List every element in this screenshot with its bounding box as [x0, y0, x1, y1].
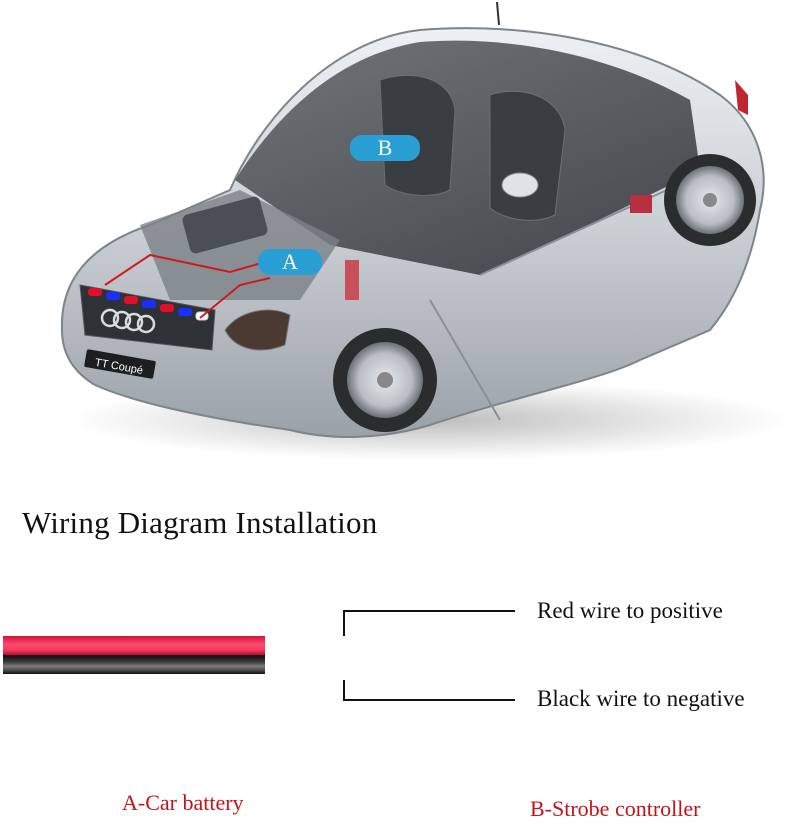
engine-cover	[182, 196, 268, 254]
seat-left	[379, 74, 456, 196]
red-wire-leader-line	[343, 610, 515, 636]
car-cutaway-illustration: TT Coupé	[60, 1, 790, 460]
cabin-glass	[235, 40, 700, 275]
rear-suspension	[630, 195, 652, 213]
black-wire-leader-line	[343, 680, 515, 701]
front-suspension-spring	[345, 260, 359, 300]
red-wire-label: Red wire to positive	[537, 598, 723, 623]
legend-car-battery: A-Car battery	[122, 790, 244, 815]
legend-strobe-controller: B-Strobe controller	[530, 796, 701, 821]
seat-right	[489, 90, 566, 221]
diagram-title: Wiring Diagram Installation	[22, 505, 378, 540]
marker-a-car-battery: A	[258, 249, 322, 275]
headlight	[224, 309, 291, 351]
side-mirror	[501, 172, 539, 198]
red-wire	[3, 636, 265, 655]
marker-b-label: B	[377, 135, 393, 160]
tail-light	[735, 80, 748, 115]
antenna	[496, 1, 500, 26]
marker-a-label: A	[282, 249, 298, 274]
brand-rings-logo	[100, 308, 156, 334]
rear-wheel	[664, 154, 756, 246]
black-wire-label: Black wire to negative	[537, 686, 745, 711]
two-core-wire	[3, 636, 265, 674]
black-wire	[3, 655, 265, 674]
front-grille	[79, 284, 216, 351]
marker-b-strobe-controller: B	[350, 135, 420, 161]
wire-route	[104, 253, 271, 319]
front-wheel	[333, 328, 437, 432]
license-plate	[84, 349, 156, 379]
